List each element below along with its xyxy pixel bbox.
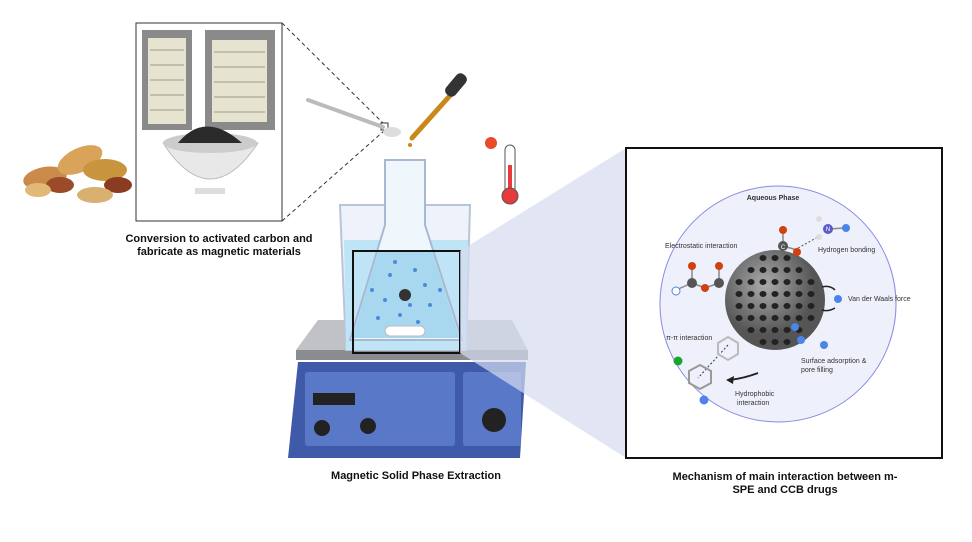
caption-carbon-1: Conversion to activated carbon and	[125, 233, 312, 245]
pore	[795, 267, 803, 273]
mechanism-diagram: Aqueous Phase Electrostatic interaction …	[659, 185, 911, 423]
dropper-icon	[408, 73, 467, 147]
pore	[771, 267, 779, 273]
pore	[759, 291, 767, 297]
pore	[795, 291, 803, 297]
pore	[771, 327, 779, 333]
label-electrostatic: Electrostatic interaction	[665, 243, 737, 250]
pore	[783, 291, 791, 297]
pore	[795, 315, 803, 321]
thermometer-icon	[485, 137, 519, 205]
caption-carbon-2: fabricate as magnetic materials	[137, 246, 301, 258]
zoom-line	[281, 129, 386, 222]
pore	[759, 315, 767, 321]
caption-extraction: Magnetic Solid Phase Extraction	[331, 470, 501, 482]
pore	[783, 279, 791, 285]
pore	[759, 267, 767, 273]
pore	[735, 279, 743, 285]
pore	[771, 291, 779, 297]
label-hydrophobic-2: interaction	[737, 400, 769, 407]
pore	[735, 291, 743, 297]
label-surface-2: pore filling	[801, 367, 833, 374]
atom-nitrogen: N	[826, 227, 830, 233]
label-hydrophobic-1: Hydrophobic	[735, 391, 775, 398]
pore	[783, 339, 791, 345]
adsorbent-particle	[725, 250, 825, 350]
pore	[771, 339, 779, 345]
pore	[771, 315, 779, 321]
pore	[771, 279, 779, 285]
pore	[795, 303, 803, 309]
pore	[735, 303, 743, 309]
pore	[783, 255, 791, 261]
pore	[783, 267, 791, 273]
pore	[747, 303, 755, 309]
caption-mechanism-2: SPE and CCB drugs	[732, 484, 837, 496]
pore	[807, 303, 815, 309]
peanuts-image	[23, 145, 132, 203]
pore	[747, 327, 755, 333]
label-phase: Aqueous Phase	[747, 195, 800, 202]
zoom-projection	[460, 148, 626, 458]
pore	[783, 315, 791, 321]
pore	[783, 303, 791, 309]
pore	[747, 291, 755, 297]
pore	[759, 339, 767, 345]
pore	[747, 267, 755, 273]
spatula-icon	[306, 98, 401, 137]
zoom-line	[281, 22, 386, 126]
pore	[747, 315, 755, 321]
pore	[771, 255, 779, 261]
beaker-flask	[338, 159, 472, 354]
label-hydrogen: Hydrogen bonding	[818, 247, 875, 254]
pore	[759, 279, 767, 285]
atom-carbon: C	[781, 245, 786, 251]
pore	[759, 255, 767, 261]
pore	[795, 279, 803, 285]
caption-mechanism-1: Mechanism of main interaction between m-	[673, 471, 898, 483]
pore	[759, 327, 767, 333]
pore	[783, 327, 791, 333]
oven-panel	[135, 22, 283, 222]
pore	[807, 315, 815, 321]
label-pipi: π-π interaction	[666, 335, 712, 342]
pore	[747, 279, 755, 285]
pore	[771, 303, 779, 309]
pore	[807, 279, 815, 285]
pore	[735, 315, 743, 321]
label-vdw: Van der Waals force	[848, 296, 911, 303]
pore	[807, 291, 815, 297]
label-surface-1: Surface adsorption &	[801, 358, 867, 365]
pore	[759, 303, 767, 309]
